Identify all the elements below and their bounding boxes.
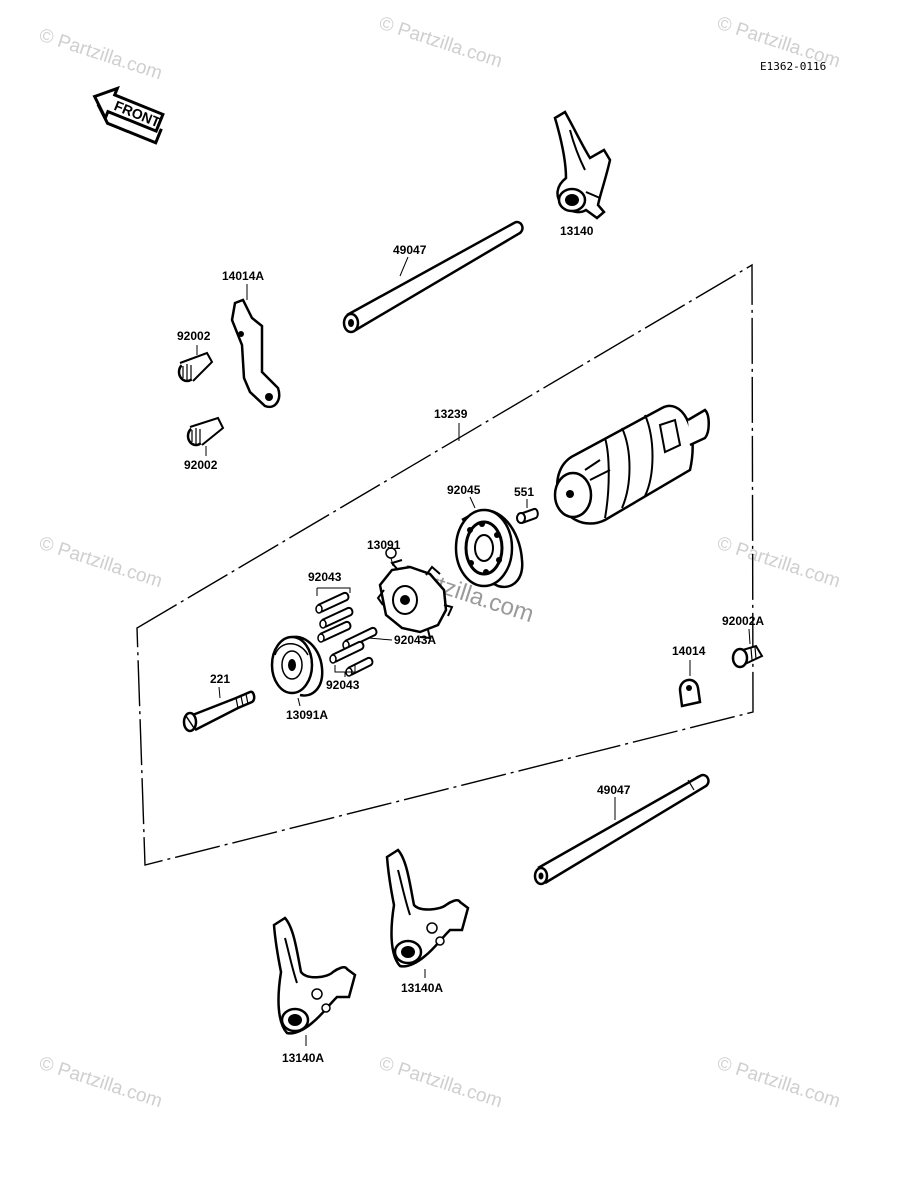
screw-221: 221 [182, 672, 256, 733]
watermark: © Partzilla.com [376, 13, 504, 73]
subassembly-frame [136, 263, 754, 866]
watermark: © Partzilla.com [36, 1053, 164, 1113]
plate-14014: 14014 [672, 644, 706, 708]
diagram-code: E1362-0116 [760, 60, 826, 73]
label-92002-upper: 92002 [177, 329, 211, 343]
watermark-layer: © Partzilla.com © Partzilla.com © Partzi… [36, 13, 842, 1113]
bolt-92002A: 92002A [722, 614, 764, 669]
pins-92043A: 92043A 92043 [326, 626, 436, 692]
label-13091A: 13091A [286, 708, 328, 722]
watermark: © Partzilla.com [376, 1053, 504, 1113]
shift-fork-13140: 13140 [553, 110, 612, 238]
label-13140: 13140 [560, 224, 594, 238]
front-label: FRONT [112, 97, 163, 130]
label-13140A-left: 13140A [282, 1051, 324, 1065]
bolt-92002-upper: 92002 [177, 329, 214, 383]
shift-drum-13239: 13239 [434, 404, 710, 525]
front-arrow-icon: FRONT [92, 85, 165, 145]
label-13091: 13091 [367, 538, 401, 552]
cam-13091: 13091 [367, 538, 454, 640]
bearing-92045: 92045 [447, 483, 524, 589]
label-14014A: 14014A [222, 269, 264, 283]
label-49047-top: 49047 [393, 243, 427, 257]
bolt-92002-lower: 92002 [184, 416, 225, 472]
pins-92043-upper: 92043 [308, 570, 354, 643]
plate-13091A: 13091A [270, 635, 328, 722]
label-92045: 92045 [447, 483, 481, 497]
label-92043-lower: 92043 [326, 678, 360, 692]
label-92002-lower: 92002 [184, 458, 218, 472]
watermark: © Partzilla.com [36, 25, 164, 85]
watermark: © Partzilla.com [714, 533, 842, 593]
shift-fork-13140A-left: 13140A [272, 916, 357, 1065]
watermark: © Partzilla.com [714, 1053, 842, 1113]
label-92002A: 92002A [722, 614, 764, 628]
label-13239: 13239 [434, 407, 468, 421]
shift-rod-49047-top: 49047 [342, 220, 524, 334]
label-13140A-right: 13140A [401, 981, 443, 995]
watermark: © Partzilla.com [36, 533, 164, 593]
plate-14014A: 14014A [222, 269, 281, 409]
label-14014: 14014 [672, 644, 706, 658]
shift-fork-13140A-right: 13140A [385, 848, 470, 995]
label-92043A: 92043A [394, 633, 436, 647]
pin-551: 551 [514, 485, 539, 524]
label-92043-upper: 92043 [308, 570, 342, 584]
label-221: 221 [210, 672, 230, 686]
label-551: 551 [514, 485, 534, 499]
shift-rod-49047-bottom: 49047 [533, 773, 710, 886]
label-49047-bottom: 49047 [597, 783, 631, 797]
